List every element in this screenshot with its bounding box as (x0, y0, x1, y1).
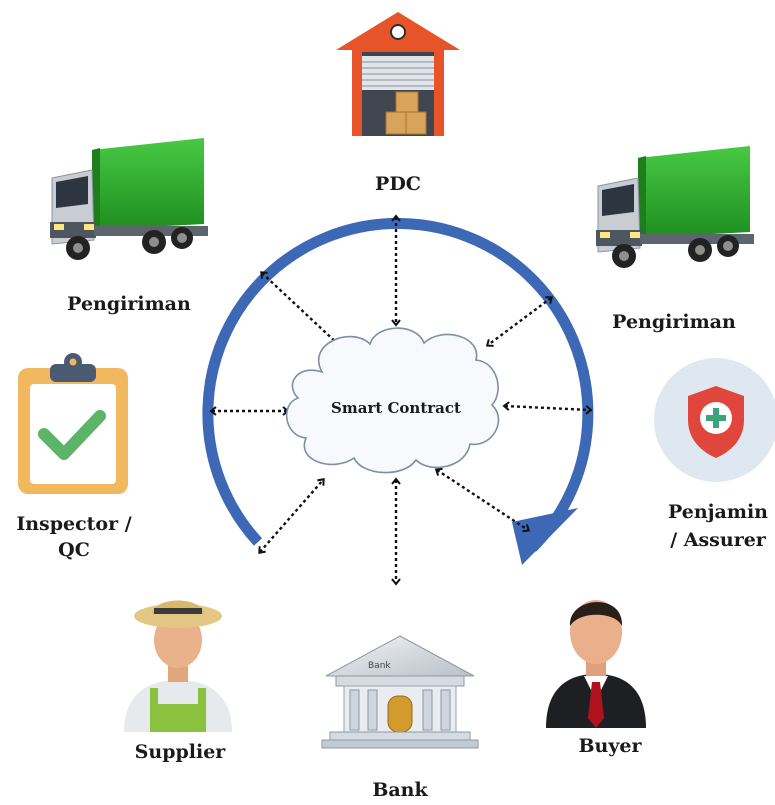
smart-contract-label: Smart Contract (331, 399, 461, 417)
assurer-label-line2: / Assurer (670, 529, 767, 551)
connector-assurer (502, 401, 593, 415)
connector-shipping-left (260, 271, 342, 348)
connector-arrows (209, 214, 593, 586)
farmer-icon (124, 600, 232, 732)
connector-shipping-right (485, 296, 554, 347)
pdc-label: PDC (375, 173, 421, 195)
connector-buyer (434, 467, 531, 533)
inspector-label-line2: QC (58, 539, 90, 561)
inspector-label: Inspector / (16, 513, 131, 535)
connector-supplier (258, 478, 325, 554)
bank-building-icon: Bank (321, 635, 479, 749)
smart-contract-cloud: Smart Contract (285, 327, 500, 474)
bank-label: Bank (372, 779, 428, 801)
clipboard-check-icon (18, 353, 128, 494)
supplier-label: Supplier (135, 741, 227, 763)
truck-icon (596, 146, 754, 268)
bank-sign: Bank (368, 661, 391, 671)
assurer-label: Penjamin (668, 501, 768, 523)
shipping-right-label: Pengiriman (612, 311, 736, 333)
warehouse-icon (336, 12, 460, 136)
shipping-left-label: Pengiriman (67, 293, 191, 315)
truck-icon (50, 138, 208, 260)
businessman-icon (546, 600, 646, 728)
buyer-label: Buyer (578, 735, 642, 757)
shield-plus-icon (654, 358, 775, 482)
